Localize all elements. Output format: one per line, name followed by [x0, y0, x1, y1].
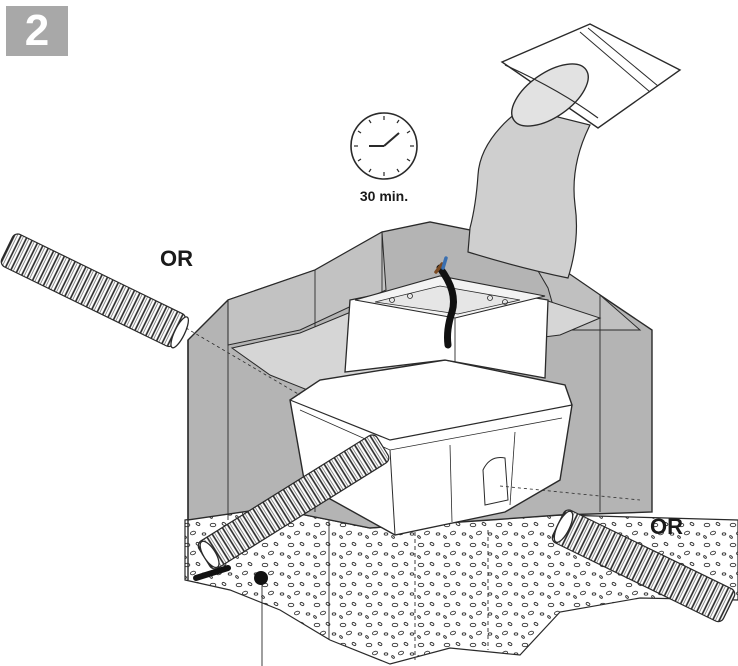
bucket-icon — [500, 23, 682, 129]
conduit-right — [551, 509, 736, 623]
clock-icon — [350, 112, 418, 180]
or-label-left: OR — [160, 246, 193, 271]
step-number-badge: 2 — [6, 6, 68, 56]
cable — [434, 256, 457, 349]
pouring-concrete-stream — [467, 107, 591, 279]
conduit-left-bottom — [193, 434, 390, 585]
conduit-left-top — [0, 233, 190, 349]
timer-label: 30 min. — [360, 188, 408, 204]
or-label-right: OR — [650, 514, 683, 539]
leader-lines — [185, 327, 641, 501]
